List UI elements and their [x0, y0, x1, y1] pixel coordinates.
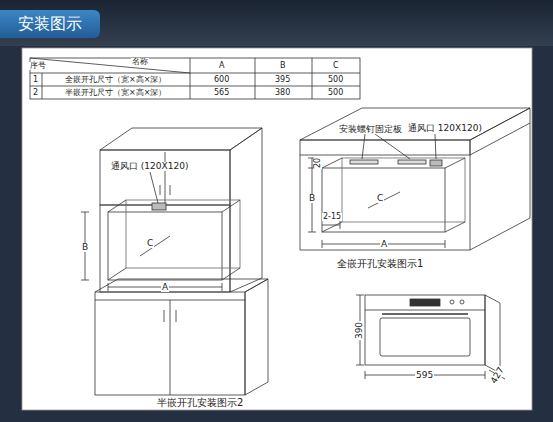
table-cell: 1	[32, 76, 39, 84]
table-cell: 半嵌开孔尺寸（宽×高×深）	[64, 89, 167, 97]
page-title: 安装图示	[0, 10, 100, 38]
table-cell: 395	[274, 76, 291, 84]
part-label: 通风口 (120X120)	[110, 162, 189, 171]
dimension: B	[308, 194, 316, 203]
table-header: C	[332, 62, 340, 70]
table-header: 名称	[131, 58, 149, 66]
dimension: 595	[415, 371, 434, 380]
figure-caption: 全嵌开孔安装图示1	[336, 259, 424, 269]
table-header: A	[218, 62, 225, 70]
dimension: 2-15	[322, 213, 342, 221]
dimension: 20	[314, 157, 322, 169]
table-header: B	[279, 62, 287, 70]
part-label: 通风口 120X120)	[407, 124, 483, 133]
table-cell: 380	[274, 89, 291, 97]
table-cell: 2	[32, 89, 39, 97]
dimension: C	[376, 194, 384, 203]
dimension: B	[81, 243, 89, 252]
table-cell: 565	[213, 89, 230, 97]
part-label: 安装螺钉固定板	[338, 125, 403, 134]
table-header: 序号	[29, 62, 47, 70]
dimension: 390	[355, 321, 364, 340]
dimension: C	[146, 239, 154, 248]
table-cell: 600	[213, 76, 230, 84]
table-cell: 全嵌开孔尺寸（宽×高×深）	[64, 76, 167, 84]
dimension: A	[380, 240, 388, 249]
table-cell: 500	[327, 89, 344, 97]
table-cell: 500	[327, 76, 344, 84]
figure-caption: 半嵌开孔安装图示2	[156, 398, 244, 408]
dimension: A	[161, 283, 169, 292]
